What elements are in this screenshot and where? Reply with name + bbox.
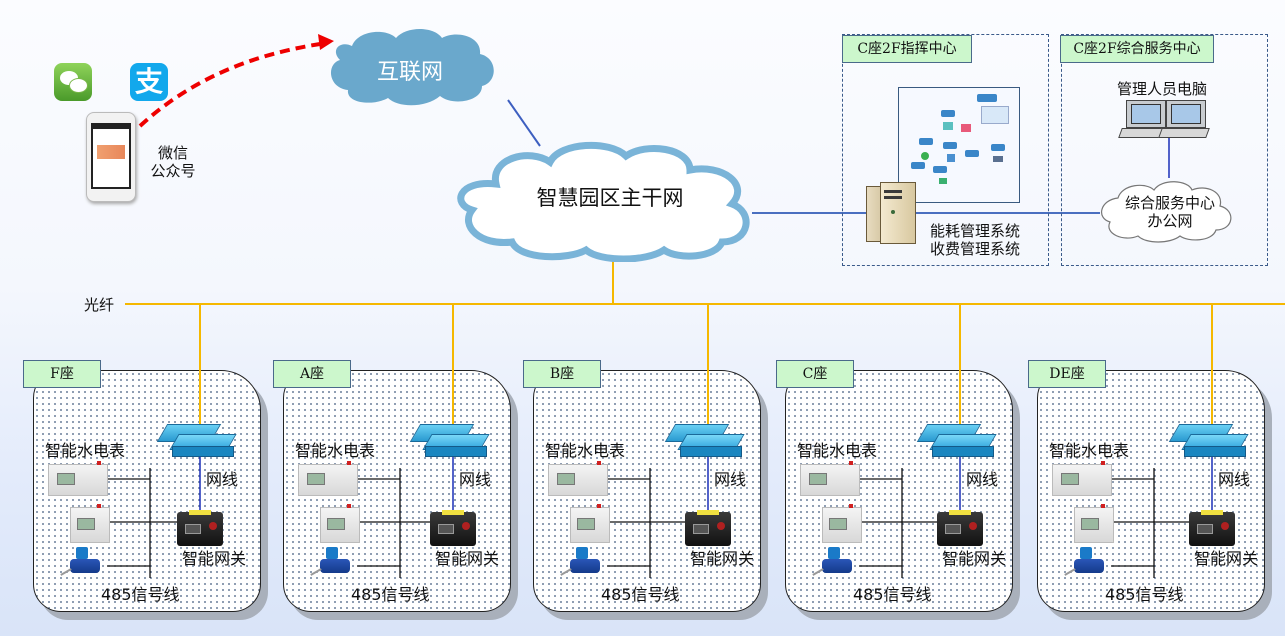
service-center-title: C座2F综合服务中心 xyxy=(1060,35,1214,63)
building-wiring xyxy=(357,304,454,578)
meters-label: 智能水电表 xyxy=(45,441,126,460)
smart-water-meter-icon xyxy=(812,547,864,577)
gateway-label: 智能网关 xyxy=(690,549,755,568)
internet-backbone-link xyxy=(507,99,541,147)
arrow-head xyxy=(318,34,334,50)
smart-water-meter-icon xyxy=(1064,547,1116,577)
building-wiring xyxy=(607,304,709,578)
wechat-icon xyxy=(54,63,92,101)
smartphone-icon xyxy=(86,112,136,202)
gateway-label: 智能网关 xyxy=(182,549,247,568)
gateway-label: 智能网关 xyxy=(1194,549,1259,568)
meters-label: 智能水电表 xyxy=(545,441,626,460)
smart-gateway-icon xyxy=(430,508,480,550)
building-label: C座 xyxy=(776,360,854,388)
command-center-title: C座2F指挥中心 xyxy=(842,35,972,63)
smart-water-meter-icon xyxy=(310,547,362,577)
rs485-label: 485信号线 xyxy=(101,585,180,604)
gateway-label: 智能网关 xyxy=(435,549,500,568)
alipay-icon: 支 xyxy=(130,63,168,101)
service-center-region xyxy=(1061,34,1268,266)
gateway-label: 智能网关 xyxy=(942,549,1007,568)
smart-water-meter-icon xyxy=(560,547,612,577)
smart-gateway-icon xyxy=(937,508,987,550)
network-switch-icon xyxy=(916,422,997,457)
building-label: A座 xyxy=(273,360,351,388)
smart-meter-icon xyxy=(70,504,110,543)
smart-meter-icon xyxy=(822,504,862,543)
network-cable-label: 网线 xyxy=(1218,470,1251,489)
mobile-label-line1: 微信 xyxy=(157,144,188,162)
mobile-label: 微信 公众号 xyxy=(148,144,198,180)
smart-electricity-meter-icon xyxy=(48,461,108,496)
network-switch-icon xyxy=(156,422,237,457)
building-wiring xyxy=(1111,304,1213,578)
meters-label: 智能水电表 xyxy=(1049,441,1130,460)
smart-electricity-meter-icon xyxy=(800,461,860,496)
internet-cloud xyxy=(330,29,494,106)
backbone-cloud xyxy=(457,141,750,262)
building-label: DE座 xyxy=(1028,360,1106,388)
smart-gateway-icon xyxy=(177,508,227,550)
meters-label: 智能水电表 xyxy=(797,441,878,460)
internet-access-arrow xyxy=(138,42,321,128)
office-network-label-line2: 办公网 xyxy=(1147,212,1193,230)
building-label: F座 xyxy=(23,360,101,388)
smart-electricity-meter-icon xyxy=(298,461,358,496)
smart-gateway-icon xyxy=(1189,508,1239,550)
server-label: 能耗管理系统 收费管理系统 xyxy=(930,222,1020,258)
server-label-line1: 能耗管理系统 xyxy=(930,222,1021,240)
building-wiring xyxy=(859,304,961,578)
smart-gateway-icon xyxy=(685,508,735,550)
building-wiring xyxy=(107,304,201,578)
backbone-label: 智慧园区主干网 xyxy=(536,186,684,210)
network-cable-label: 网线 xyxy=(714,470,747,489)
command-center-region xyxy=(842,34,1049,266)
smart-meter-icon xyxy=(320,504,360,543)
network-switch-icon xyxy=(409,422,490,457)
network-switch-icon xyxy=(664,422,745,457)
internet-label: 互联网 xyxy=(376,60,443,85)
smart-electricity-meter-icon xyxy=(548,461,608,496)
fiber-label: 光纤 xyxy=(84,296,115,314)
network-cable-label: 网线 xyxy=(966,470,999,489)
rs485-label: 485信号线 xyxy=(351,585,430,604)
rs485-label: 485信号线 xyxy=(853,585,932,604)
mobile-label-line2: 公众号 xyxy=(150,162,196,180)
smart-meter-icon xyxy=(570,504,610,543)
office-network-label-line1: 综合服务中心 xyxy=(1124,194,1215,212)
smart-meter-icon xyxy=(1074,504,1114,543)
server-icon xyxy=(866,180,916,244)
meters-label: 智能水电表 xyxy=(295,441,376,460)
server-label-line2: 收费管理系统 xyxy=(930,240,1021,258)
office-network-cloud xyxy=(1101,181,1232,243)
building-label: B座 xyxy=(523,360,601,388)
smart-electricity-meter-icon xyxy=(1052,461,1112,496)
network-cable-label: 网线 xyxy=(206,470,239,489)
office-network-label: 综合服务中心 办公网 xyxy=(1108,194,1232,230)
pc-label: 管理人员电脑 xyxy=(1117,80,1208,98)
rs485-label: 485信号线 xyxy=(601,585,680,604)
system-screenshot xyxy=(898,87,1020,203)
network-cable-label: 网线 xyxy=(459,470,492,489)
network-switch-icon xyxy=(1168,422,1249,457)
computer-icon xyxy=(1118,100,1210,138)
rs485-label: 485信号线 xyxy=(1105,585,1184,604)
smart-water-meter-icon xyxy=(60,547,112,577)
